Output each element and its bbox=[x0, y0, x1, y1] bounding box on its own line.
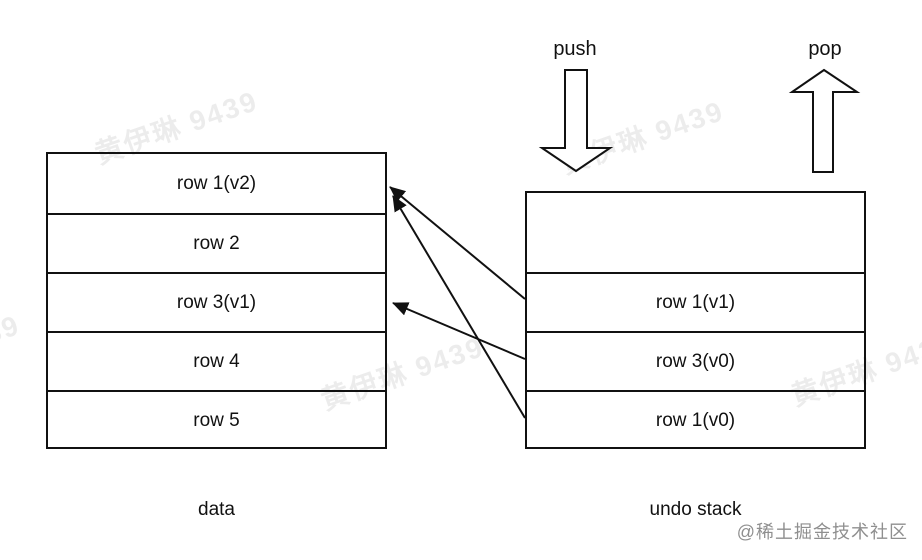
pop-label: pop bbox=[808, 38, 842, 60]
data-row: row 3(v1) bbox=[48, 272, 385, 331]
data-row: row 4 bbox=[48, 331, 385, 390]
pop-arrow-icon bbox=[788, 68, 861, 173]
data-table-caption: data bbox=[198, 499, 235, 520]
watermark-tile: 黄伊琳 9439 bbox=[0, 309, 24, 394]
data-row: row 1(v2) bbox=[176, 172, 257, 194]
stack-row: row 3(v0) bbox=[527, 331, 864, 390]
data-table: row 1(v2) row 2 row 3(v1) row 4 row 5 bbox=[46, 152, 387, 449]
push-label: push bbox=[553, 38, 597, 60]
stack-row: row 1(v0) bbox=[527, 390, 864, 449]
undo-stack: row 1(v1) row 3(v0) row 1(v0) bbox=[525, 191, 866, 449]
undo-stack-empty-cell bbox=[527, 193, 864, 272]
data-row: row 2 bbox=[48, 213, 385, 272]
juejin-community-watermark: @稀土掘金技术社区 bbox=[736, 522, 908, 542]
arrow-row1v1-to-row1v2 bbox=[389, 186, 526, 300]
data-row: row 5 bbox=[48, 390, 385, 449]
watermark-tile: 黄伊琳 9439 bbox=[557, 95, 728, 180]
stack-row: row 1(v1) bbox=[527, 272, 864, 331]
undo-stack-caption: undo stack bbox=[649, 499, 742, 520]
